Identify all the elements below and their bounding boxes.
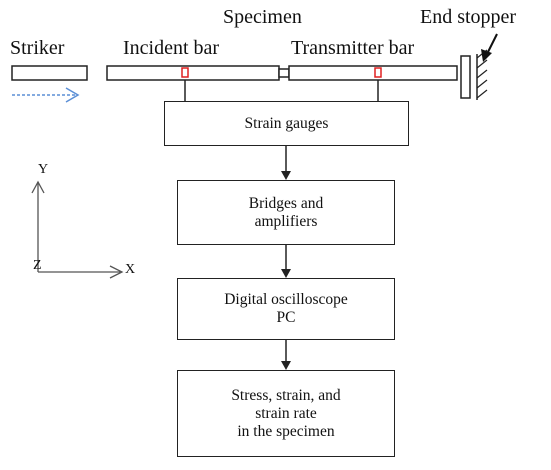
box-text-line: in the specimen [237, 422, 335, 440]
box-text-line: Bridges and [248, 194, 324, 212]
oscilloscope-pc-box: Digital oscilloscope PC [177, 278, 395, 340]
box-text-line: amplifiers [254, 212, 318, 230]
stress-strain-output-box: Stress, strain, and strain rate in the s… [177, 370, 395, 457]
y-axis-label: Y [38, 162, 49, 177]
transmitter-bar [288, 65, 458, 81]
transmitter-strain-gauge [374, 67, 382, 78]
incident-strain-gauge [181, 67, 189, 78]
box-text-line: PC [276, 309, 296, 326]
box-text-line: Digital oscilloscope [224, 291, 348, 308]
box-text-line: Strain gauges [244, 114, 329, 132]
striker-bar [11, 65, 88, 81]
flow-arrow-3 [281, 340, 291, 370]
coordinate-axes [31, 180, 124, 279]
box-text-line: strain rate [255, 404, 317, 422]
end-stopper [460, 49, 488, 100]
bridges-amplifiers-box: Bridges and amplifiers [177, 180, 395, 245]
striker-direction-arrow [12, 87, 80, 103]
x-axis-label: X [125, 262, 136, 277]
flow-arrow-1 [281, 146, 291, 180]
z-axis-label: Z [33, 258, 42, 273]
transmitter-bar-label: Transmitter bar [291, 37, 415, 59]
incident-bar-label: Incident bar [123, 37, 220, 59]
box-text-line: Stress, strain, and [231, 386, 341, 404]
end-stopper-label: End stopper [420, 6, 517, 28]
strain-gauges-box: Strain gauges [164, 101, 409, 146]
striker-label: Striker [10, 37, 65, 59]
specimen [278, 68, 290, 78]
specimen-label: Specimen [223, 6, 302, 28]
flow-arrow-2 [281, 245, 291, 278]
end-stopper-leader-arrow [481, 33, 498, 62]
incident-bar [106, 65, 280, 81]
